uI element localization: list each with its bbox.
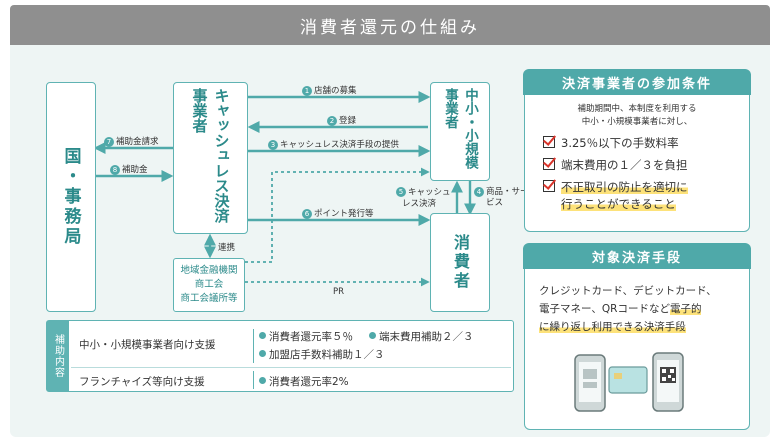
government-label: 国・事務局 [60, 147, 81, 247]
condition-fee-rate: 3.25％以下の手数料率 [543, 135, 679, 152]
coop-label: 連携 [218, 243, 236, 253]
check-icon [543, 136, 555, 148]
check-icon [543, 158, 555, 170]
condition-text: 不正取引の防止を適切に [561, 180, 688, 194]
step-number: 4 [474, 187, 484, 197]
label-text: キャッシュレス決済手段の提供 [280, 140, 399, 150]
step-number: 8 [110, 164, 120, 175]
condition-terminal-cost: 端末費用の１／３を負担 [543, 157, 688, 174]
step-number: 2 [327, 115, 337, 126]
government-box: 国・事務局 [46, 82, 96, 312]
credit-card-icon [608, 366, 648, 394]
support-item: 消費者還元率2% [259, 374, 349, 389]
sme-box: 中小・小規模事業者 [430, 82, 490, 181]
label-text: 補助金 [122, 165, 148, 175]
payment-line-3-text: に繰り返し利用できる決済手段 [539, 321, 686, 333]
support-item: 端末費用補助２／３ [369, 329, 474, 344]
condition-text: 端末費用の１／３を負担 [561, 158, 688, 172]
assoc-line-1: 地域金融機関 [180, 265, 238, 276]
label-text: ポイント発行等 [314, 209, 374, 219]
support-row-sme-label: 中小・小規模事業者向け支援 [79, 339, 216, 351]
support-table: 補助内容 中小・小規模事業者向け支援 消費者還元率５％ 端末費用補助２／３ 加盟… [46, 320, 514, 392]
payment-line-1: クレジットカード、デビットカード、 [539, 285, 717, 297]
conditions-intro-2: 中小・小規模事業者に対し、 [581, 117, 693, 127]
cashless-provider-label: キャッシュレス決済事業者 [190, 88, 231, 223]
page-title: 消費者還元の仕組み [10, 5, 770, 45]
conditions-intro-1: 補助期間中、本制度を利用する [577, 104, 697, 114]
conditions-intro: 補助期間中、本制度を利用する 中小・小規模事業者に対し、 [525, 103, 749, 129]
payment-methods-title: 対象決済手段 [523, 243, 751, 270]
support-item: 加盟店手数料補助１／３ [259, 347, 385, 362]
support-row-franchise-label: フランチャイズ等向け支援 [79, 376, 205, 388]
consumer-box: 消費者 [430, 213, 490, 312]
step-number: 1 [302, 85, 312, 96]
conditions-title: 決済事業者の参加条件 [523, 69, 751, 96]
dashed-assoc-to-sme [245, 167, 430, 263]
payment-line-2: 電子マネー、QRコードなど電子的 [539, 301, 702, 318]
step-number: 7 [104, 136, 114, 147]
phone-icon [574, 354, 606, 412]
qr-code-phone-icon [652, 352, 684, 412]
step-number: 6 [302, 208, 312, 219]
finance-assoc-box: 地域金融機関 商工会 商工会議所等 [173, 258, 245, 312]
label-text: 補助金請求 [116, 137, 159, 147]
payment-line-2a: 電子マネー、QRコードなど [539, 303, 670, 315]
step-number: 5 [396, 187, 406, 197]
pr-label: PR [333, 287, 345, 297]
assoc-line-2: 商工会 [194, 279, 224, 290]
condition-text: 3.25％以下の手数料率 [561, 136, 679, 150]
label-text-1: キャッシュ [408, 187, 451, 198]
label-text: 商品・サービス [486, 187, 529, 208]
cashless-provider-box: キャッシュレス決済事業者 [173, 82, 248, 234]
payment-methods-card: 対象決済手段 クレジットカード、デビットカード、 電子マネー、QRコードなど電子… [523, 243, 751, 430]
conditions-card: 決済事業者の参加条件 補助期間中、本制度を利用する 中小・小規模事業者に対し、 … [523, 69, 751, 232]
assoc-line-3: 商工会議所等 [180, 293, 238, 304]
label-text: 登録 [339, 116, 357, 126]
support-item: 消費者還元率５％ [259, 329, 353, 344]
consumer-label: 消費者 [451, 234, 470, 291]
step-number: 3 [268, 139, 278, 150]
sme-label: 中小・小規模事業者 [442, 87, 478, 169]
support-header: 補助内容 [47, 321, 69, 391]
label-text: 店舗の募集 [314, 86, 357, 96]
payment-illustration [574, 352, 684, 412]
payment-line-3: に繰り返し利用できる決済手段 [539, 319, 686, 336]
label-text-2: レス決済 [402, 198, 437, 209]
condition-fraud-prevention: 不正取引の防止を適切に 行うことができること [543, 179, 688, 213]
payment-line-2b: 電子的 [669, 303, 702, 315]
check-icon [543, 180, 555, 192]
condition-text-cont: 行うことができること [561, 197, 676, 211]
